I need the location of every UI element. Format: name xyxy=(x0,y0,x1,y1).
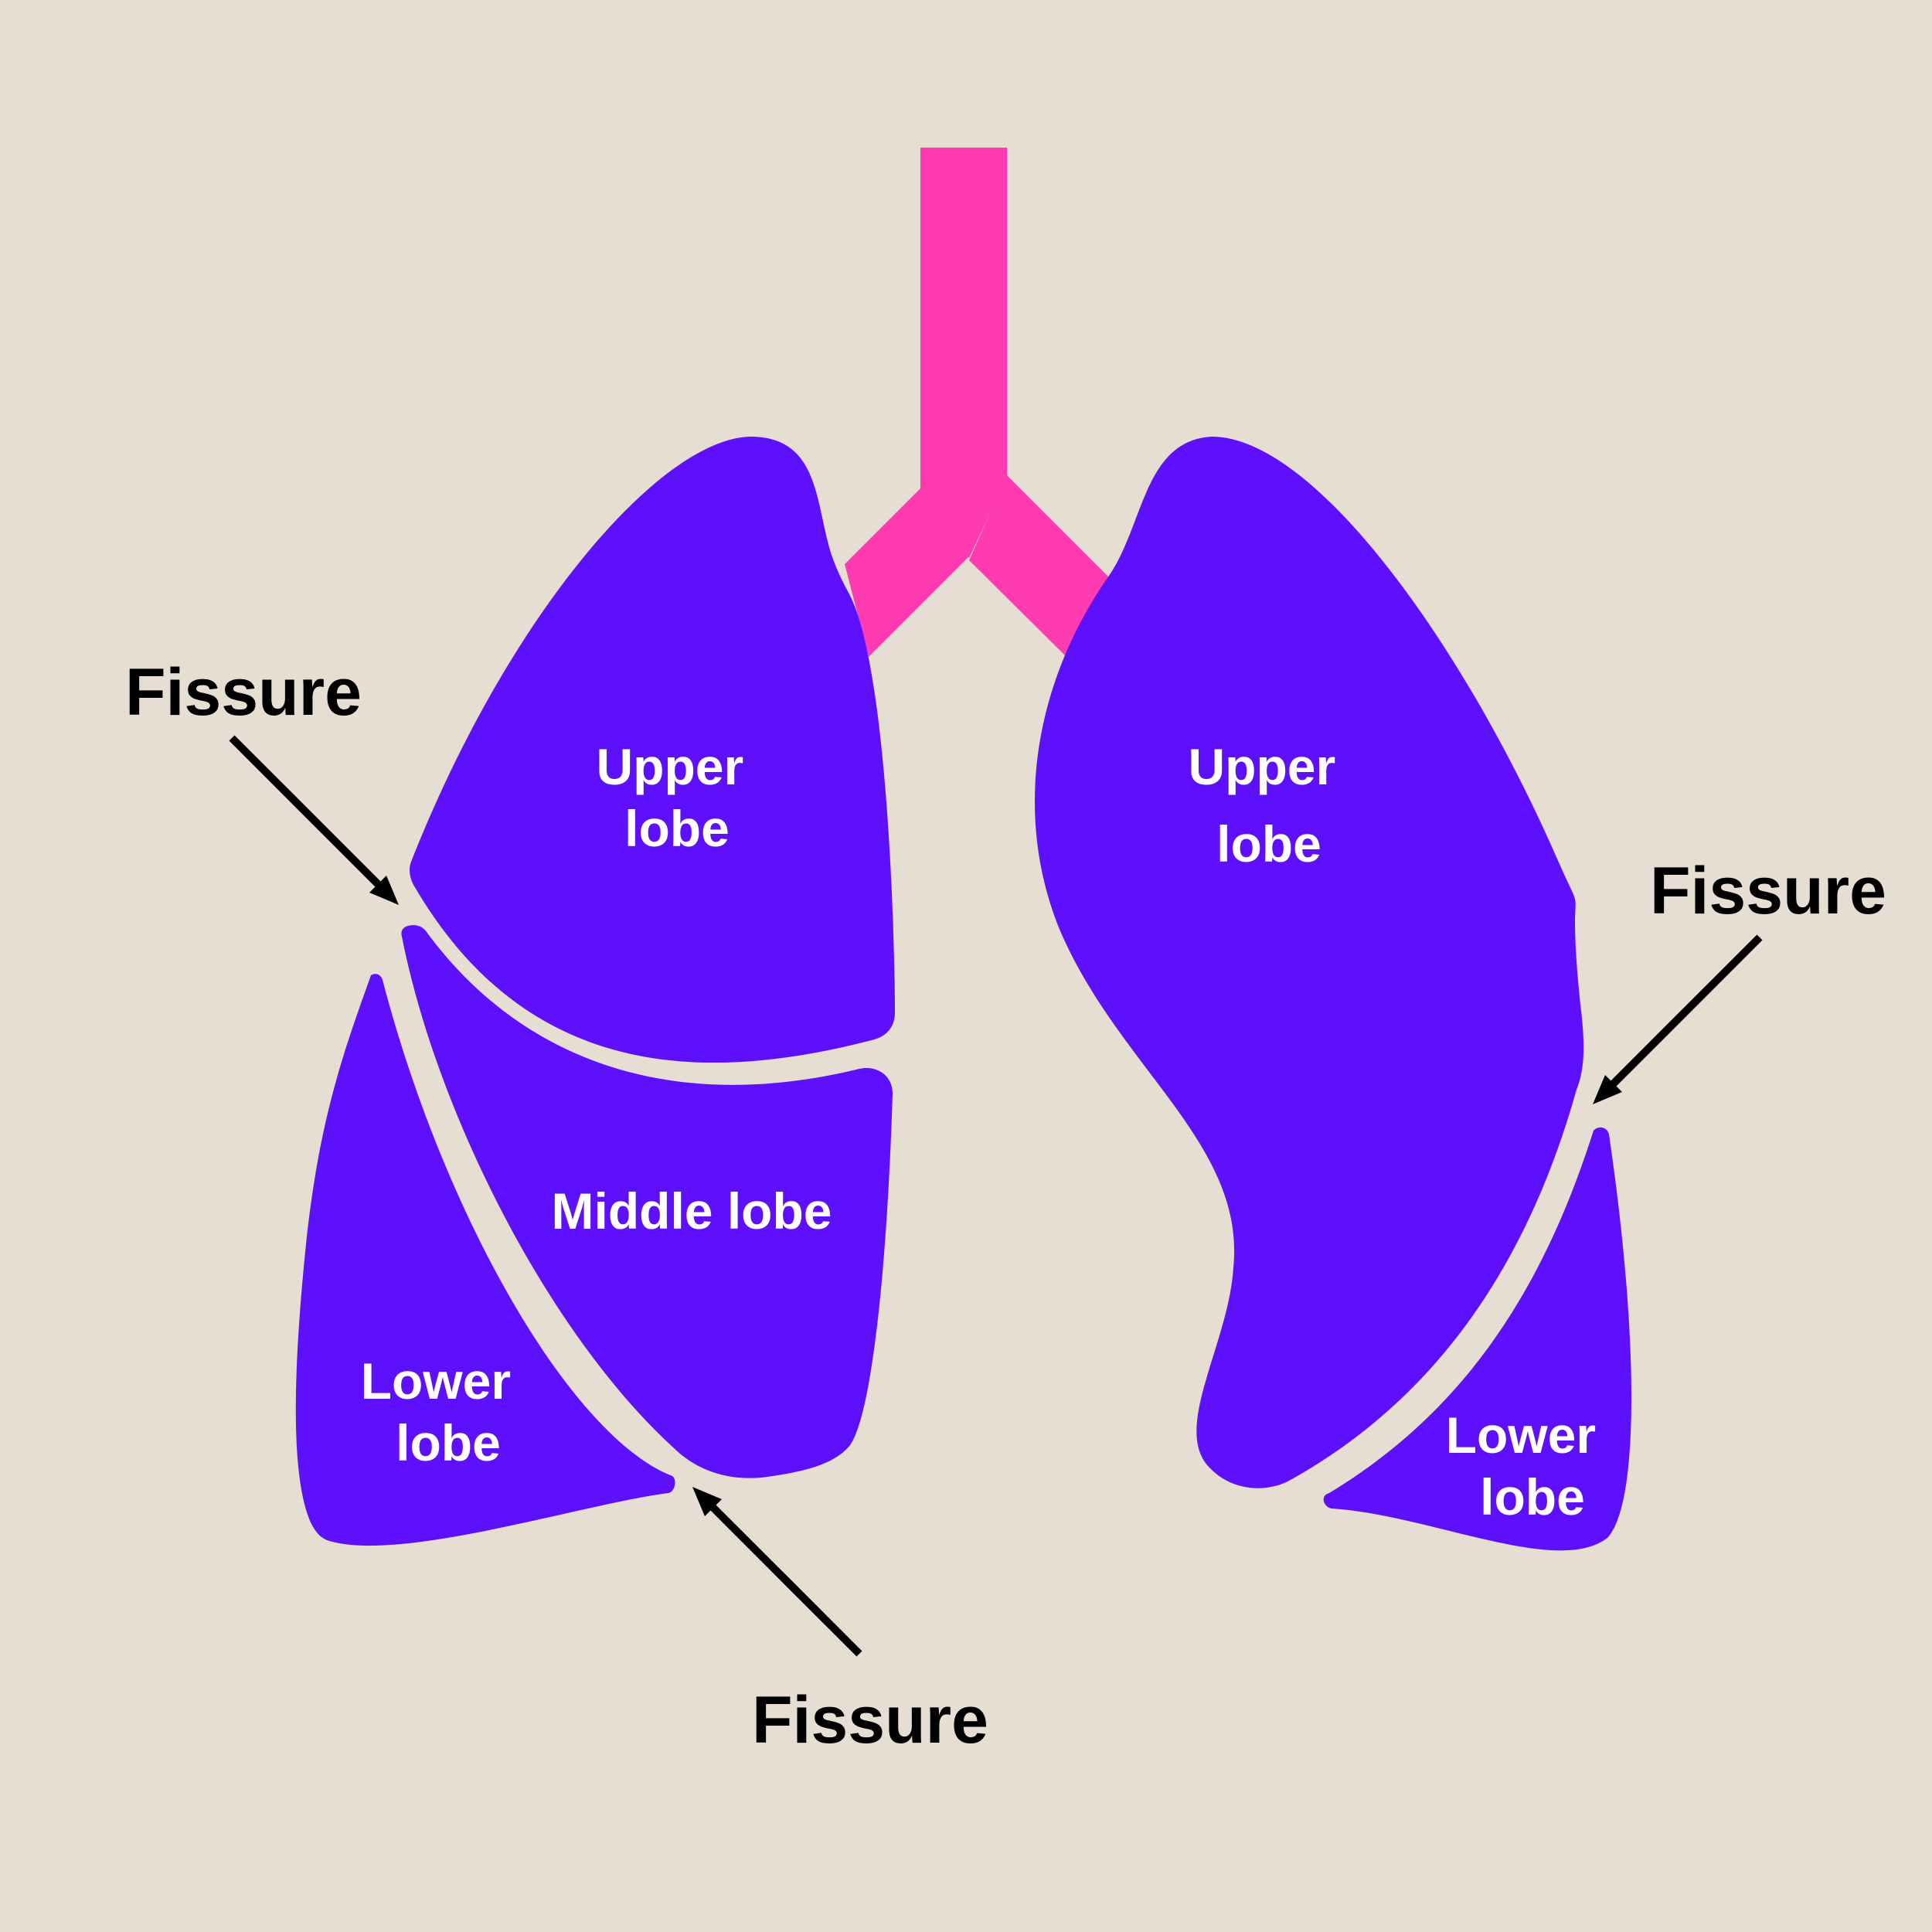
right-bronchus xyxy=(845,488,969,657)
fissure-label-bottom-center: Fissure xyxy=(752,1683,988,1757)
fissure-label-top-left: Fissure xyxy=(125,655,362,730)
arrow-head-icon xyxy=(1593,1075,1622,1104)
right-lower-lobe-label-line2: lobe xyxy=(396,1414,501,1471)
right-lung xyxy=(295,436,895,1546)
left-lower-lobe xyxy=(1323,1127,1631,1551)
fissure-label-right: Fissure xyxy=(1650,854,1886,928)
arrow-head-icon xyxy=(369,876,399,905)
right-middle-lobe xyxy=(401,925,893,1478)
left-lung xyxy=(1035,437,1631,1551)
fissure-pointer-top-left xyxy=(229,735,385,891)
left-lower-lobe-label-line1: Lower xyxy=(1446,1406,1596,1464)
fissure-pointer-bottom-center xyxy=(706,1501,862,1657)
lobe-labels: Upper lobe Middle lobe Lower lobe Upper … xyxy=(361,738,1611,1526)
right-upper-lobe xyxy=(410,436,895,1063)
left-upper-lobe-label-line1: Upper xyxy=(1188,738,1335,795)
right-upper-lobe-label-line2: lobe xyxy=(624,800,730,857)
right-upper-lobe-label: Upper lobe xyxy=(596,738,757,857)
carina xyxy=(920,464,1007,558)
right-middle-lobe-label-line1: Middle lobe xyxy=(552,1182,832,1240)
left-lower-lobe-label-line2: lobe xyxy=(1480,1468,1585,1526)
right-lower-lobe-label: Lower lobe xyxy=(361,1352,526,1471)
right-upper-lobe-label-line1: Upper xyxy=(596,738,743,795)
left-upper-lobe-label-line2: lobe xyxy=(1216,815,1321,872)
fissure-pointer-right xyxy=(1607,934,1763,1090)
fissure-annotations: Fissure Fissure Fissure xyxy=(125,655,1886,1757)
trachea xyxy=(920,148,1007,503)
arrow-head-icon xyxy=(692,1487,722,1516)
right-middle-lobe-label: Middle lobe xyxy=(552,1182,832,1240)
left-bronchus xyxy=(969,475,1111,657)
airway xyxy=(845,148,1111,657)
left-lower-lobe-label: Lower lobe xyxy=(1446,1406,1611,1526)
left-upper-lobe xyxy=(1035,437,1584,1488)
right-lower-lobe-label-line1: Lower xyxy=(361,1352,511,1410)
right-lower-lobe xyxy=(295,974,675,1546)
left-upper-lobe-label: Upper lobe xyxy=(1188,738,1349,872)
